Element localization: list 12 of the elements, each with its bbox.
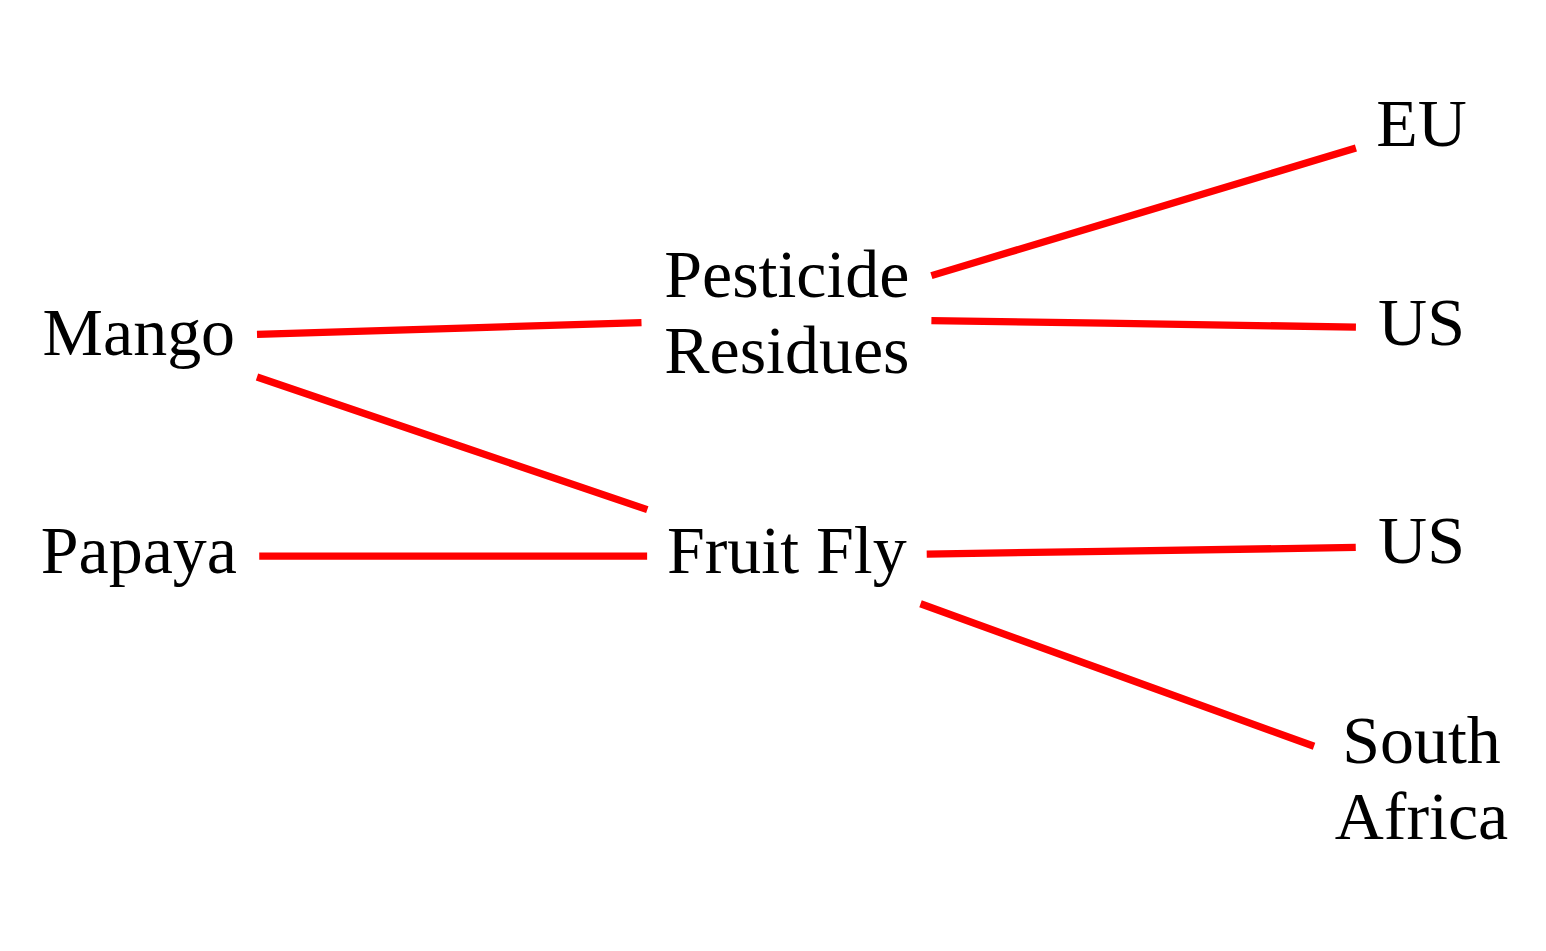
connector <box>918 600 1315 750</box>
connector <box>929 144 1357 280</box>
node-text: US <box>1377 283 1465 360</box>
node-text: South Africa <box>1334 702 1508 854</box>
node-text: Pesticide Residues <box>663 236 909 388</box>
node-text: Papaya <box>40 511 237 588</box>
connector <box>258 552 647 560</box>
connector <box>255 373 648 514</box>
node-text: Mango <box>42 293 235 370</box>
node-text: Fruit Fly <box>666 511 907 588</box>
node-text: EU <box>1375 84 1467 161</box>
node-text: US <box>1377 502 1465 579</box>
